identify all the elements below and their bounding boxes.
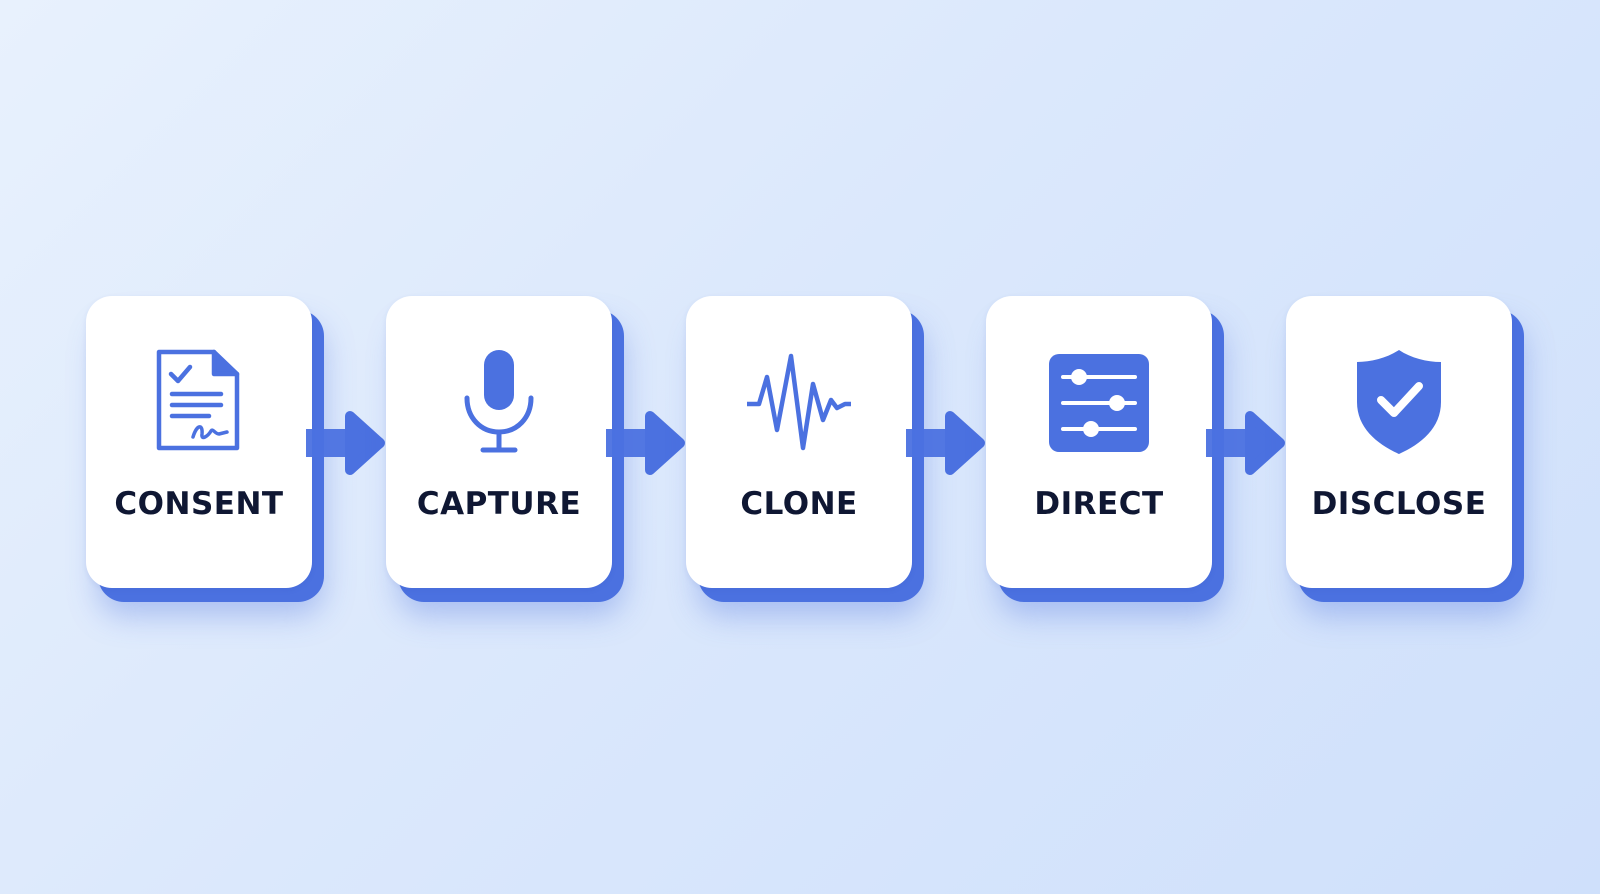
step-label: CAPTURE — [416, 486, 582, 522]
microphone-icon — [447, 344, 551, 458]
step-consent: CONSENT — [86, 296, 324, 602]
shield-check-icon — [1347, 344, 1451, 458]
step-label: CONSENT — [114, 486, 284, 522]
step-label: CLONE — [740, 486, 858, 522]
step-label: DISCLOSE — [1311, 486, 1487, 522]
step-card: CONSENT — [86, 296, 312, 588]
arrow-right-icon — [606, 410, 690, 476]
step-direct: DIRECT — [986, 296, 1224, 602]
step-disclose: DISCLOSE — [1286, 296, 1524, 602]
sliders-icon — [1047, 344, 1151, 458]
step-label: DIRECT — [1034, 486, 1164, 522]
arrow-right-icon — [306, 410, 390, 476]
waveform-icon — [747, 344, 851, 458]
arrow-right-icon — [1206, 410, 1290, 476]
step-capture: CAPTURE — [386, 296, 624, 602]
step-card: DIRECT — [986, 296, 1212, 588]
step-card: DISCLOSE — [1286, 296, 1512, 588]
step-card: CLONE — [686, 296, 912, 588]
arrow-right-icon — [906, 410, 990, 476]
signed-document-icon — [147, 344, 251, 458]
step-clone: CLONE — [686, 296, 924, 602]
step-card: CAPTURE — [386, 296, 612, 588]
